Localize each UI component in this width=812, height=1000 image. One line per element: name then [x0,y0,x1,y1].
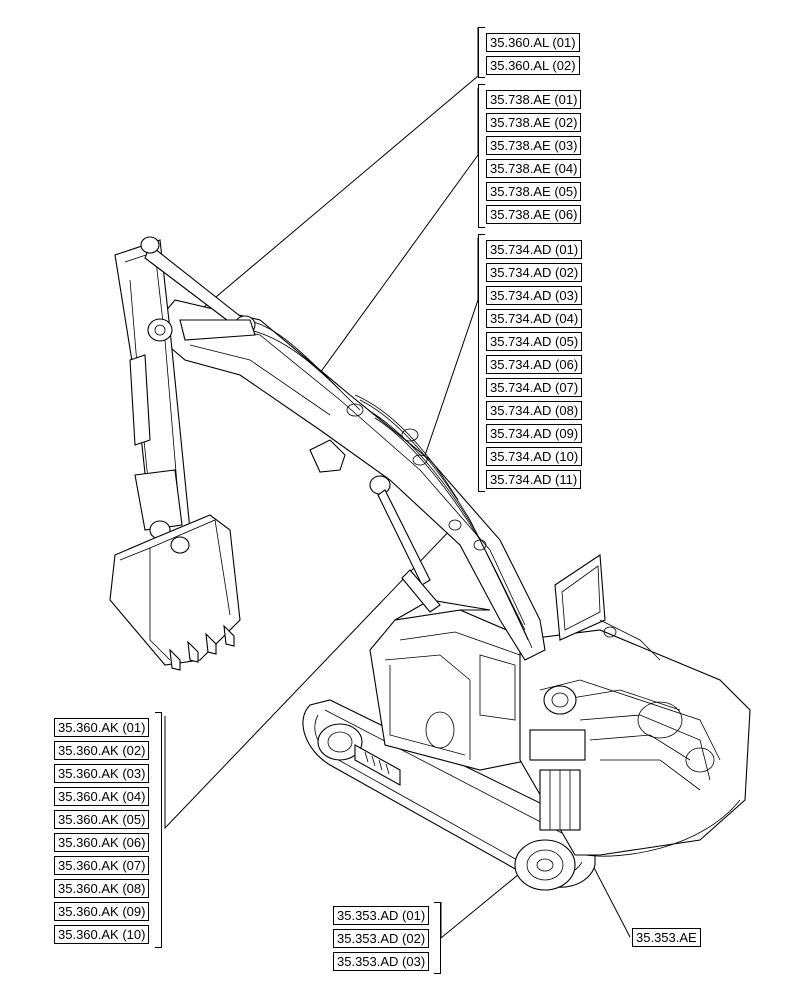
label-35-353-ad-02[interactable]: 35.353.AD (02) [333,929,430,948]
leader-line-al [164,27,479,341]
bracket-ae738 [478,84,485,228]
bracket-ad353 [434,902,441,974]
bracket-ad734 [478,234,485,492]
label-35-734-ad-01[interactable]: 35.734.AD (01) [486,240,583,259]
leader-line-ae738 [303,88,479,396]
label-35-738-ae-03[interactable]: 35.738.AE (03) [486,136,582,155]
label-35-738-ae-05[interactable]: 35.738.AE (05) [486,182,582,201]
label-35-734-ad-07[interactable]: 35.734.AD (07) [486,378,583,397]
label-35-734-ad-11[interactable]: 35.734.AD (11) [486,470,582,489]
label-35-734-ad-10[interactable]: 35.734.AD (10) [486,447,583,466]
label-35-734-ad-09[interactable]: 35.734.AD (09) [486,424,583,443]
label-35-360-ak-10[interactable]: 35.360.AK (10) [54,925,150,944]
label-35-360-ak-01[interactable]: 35.360.AK (01) [54,718,150,737]
label-35-353-ad-03[interactable]: 35.353.AD (03) [333,952,430,971]
bracket-al [478,27,485,78]
label-35-360-ak-03[interactable]: 35.360.AK (03) [54,764,150,783]
bracket-ak [155,712,162,948]
label-35-734-ad-03[interactable]: 35.734.AD (03) [486,286,583,305]
label-35-360-ak-06[interactable]: 35.360.AK (06) [54,833,150,852]
label-35-734-ad-06[interactable]: 35.734.AD (06) [486,355,583,374]
label-35-360-ak-07[interactable]: 35.360.AK (07) [54,856,150,875]
label-35-738-ae-01[interactable]: 35.738.AE (01) [486,90,582,109]
bucket [109,514,241,671]
arm [114,236,256,541]
label-35-360-ak-08[interactable]: 35.360.AK (08) [54,879,150,898]
label-35-360-ak-02[interactable]: 35.360.AK (02) [54,741,150,760]
label-35-734-ad-04[interactable]: 35.734.AD (04) [486,309,583,328]
label-35-360-ak-09[interactable]: 35.360.AK (09) [54,902,150,921]
label-35-353-ad-01[interactable]: 35.353.AD (01) [333,906,430,925]
leader-line-ad353 [440,864,531,940]
label-35-353-ae[interactable]: 35.353.AE [632,928,701,947]
upper-structure [369,599,531,771]
label-35-738-ae-02[interactable]: 35.738.AE (02) [486,113,582,132]
label-35-734-ad-08[interactable]: 35.734.AD (08) [486,401,583,420]
leader-line-ak [164,524,456,830]
label-35-738-ae-04[interactable]: 35.738.AE (04) [486,159,582,178]
leader-line-ad734 [419,238,479,471]
label-35-734-ad-02[interactable]: 35.734.AD (02) [486,263,583,282]
label-35-360-al-02[interactable]: 35.360.AL (02) [486,56,580,75]
label-35-360-al-01[interactable]: 35.360.AL (01) [486,33,580,52]
track-assembly [302,699,596,891]
label-35-734-ad-05[interactable]: 35.734.AD (05) [486,332,583,351]
label-35-360-ak-04[interactable]: 35.360.AK (04) [54,787,150,806]
engine-compartment [519,554,751,857]
label-35-738-ae-06[interactable]: 35.738.AE (06) [486,205,582,224]
label-35-360-ak-05[interactable]: 35.360.AK (05) [54,810,150,829]
